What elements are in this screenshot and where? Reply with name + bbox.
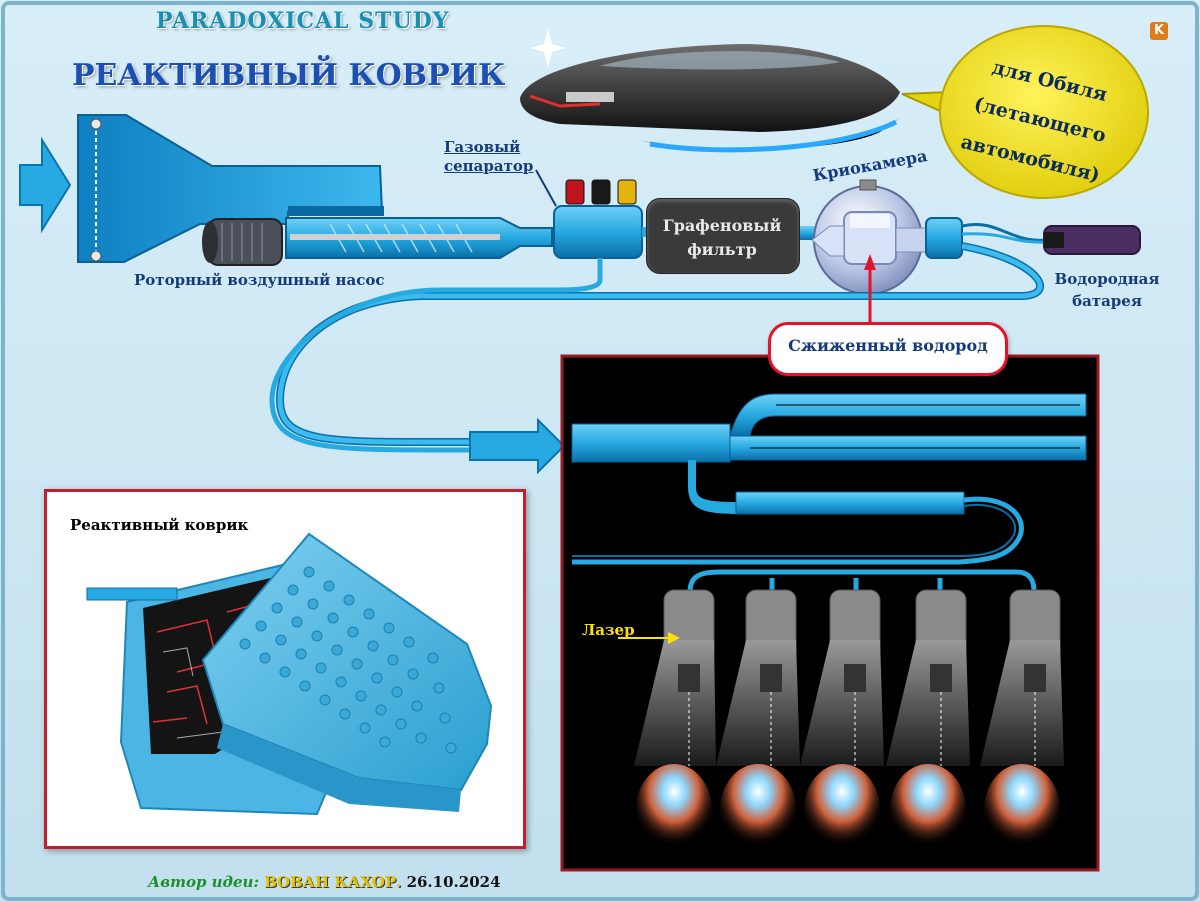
credit-author-name: ВОВАН КАХОР. bbox=[264, 873, 402, 891]
rotor-shaft bbox=[290, 234, 500, 240]
credit-line: Автор идеи: ВОВАН КАХОР. 26.10.2024 bbox=[148, 873, 501, 891]
hydrogen-battery-label-line1: Водородная bbox=[1054, 270, 1160, 288]
jet-mat-panel bbox=[44, 489, 526, 849]
page-title: РЕАКТИВНЫЙ КОВРИК bbox=[72, 58, 506, 93]
hydrogen-battery-label-line2: батарея bbox=[1072, 292, 1142, 310]
intake-arrow bbox=[19, 136, 72, 234]
yellow-terminal bbox=[617, 179, 637, 205]
liquefied-hydrogen-label: Сжиженный водород bbox=[788, 336, 988, 355]
car-light-strip bbox=[649, 119, 898, 153]
sparkle bbox=[530, 28, 566, 68]
credit-author-label: Автор идеи: bbox=[148, 873, 259, 891]
mat-feed-pipe bbox=[86, 587, 178, 601]
series-title: PARADOXICAL STUDY bbox=[156, 8, 450, 34]
credit-date: 26.10.2024 bbox=[406, 873, 501, 891]
flame-2 bbox=[720, 764, 796, 856]
nozzle-5 bbox=[980, 589, 1064, 856]
flame-4 bbox=[890, 764, 966, 856]
liquefied-hydrogen-callout bbox=[768, 322, 1008, 376]
flame-1 bbox=[636, 764, 712, 856]
gas-separator-label-line1: Газовый bbox=[444, 138, 521, 156]
logo-icon[interactable]: K bbox=[1150, 22, 1168, 40]
feed-pipe-2 bbox=[269, 258, 603, 453]
laser-label: Лазер bbox=[582, 621, 635, 639]
nozzle-2 bbox=[716, 589, 800, 856]
nozzle-3 bbox=[800, 589, 884, 856]
flying-car-illustration bbox=[520, 28, 900, 153]
hydrogen-tank bbox=[925, 217, 963, 259]
jet-mat-label: Реактивный коврик bbox=[70, 516, 249, 534]
graphene-filter-label-line1: Графеновый bbox=[662, 216, 782, 235]
gas-separator-label-line2: сепаратор bbox=[444, 157, 534, 175]
hydrogen-battery-label: Водородная батарея bbox=[1048, 268, 1166, 312]
pump-motor bbox=[207, 218, 283, 266]
mat-pad bbox=[201, 532, 493, 792]
rotary-pump-label: Роторный воздушный насос bbox=[134, 271, 385, 289]
red-terminal bbox=[565, 179, 585, 205]
jet-mat-illustration bbox=[86, 532, 493, 816]
nozzle-1 bbox=[634, 589, 716, 856]
graphene-filter-label-line2: фильтр bbox=[687, 240, 757, 259]
nozzle-4 bbox=[886, 589, 970, 856]
engine-inlet-arrow bbox=[469, 417, 566, 475]
gas-separator-label: Газовый сепаратор bbox=[444, 138, 533, 176]
flame-5 bbox=[984, 764, 1060, 856]
separator-pointer bbox=[535, 169, 557, 207]
graphene-filter-label: Графеновый фильтр bbox=[646, 214, 798, 262]
gas-separator-box bbox=[553, 205, 643, 259]
flame-3 bbox=[804, 764, 880, 856]
speech-bubble bbox=[939, 25, 1149, 199]
cryo-top-valve bbox=[859, 179, 877, 191]
mat-bumps bbox=[239, 566, 457, 754]
manifold-main bbox=[571, 423, 731, 463]
funnel-outlet bbox=[288, 206, 384, 216]
black-terminal bbox=[591, 179, 611, 205]
graphene-filter-box bbox=[646, 198, 800, 274]
